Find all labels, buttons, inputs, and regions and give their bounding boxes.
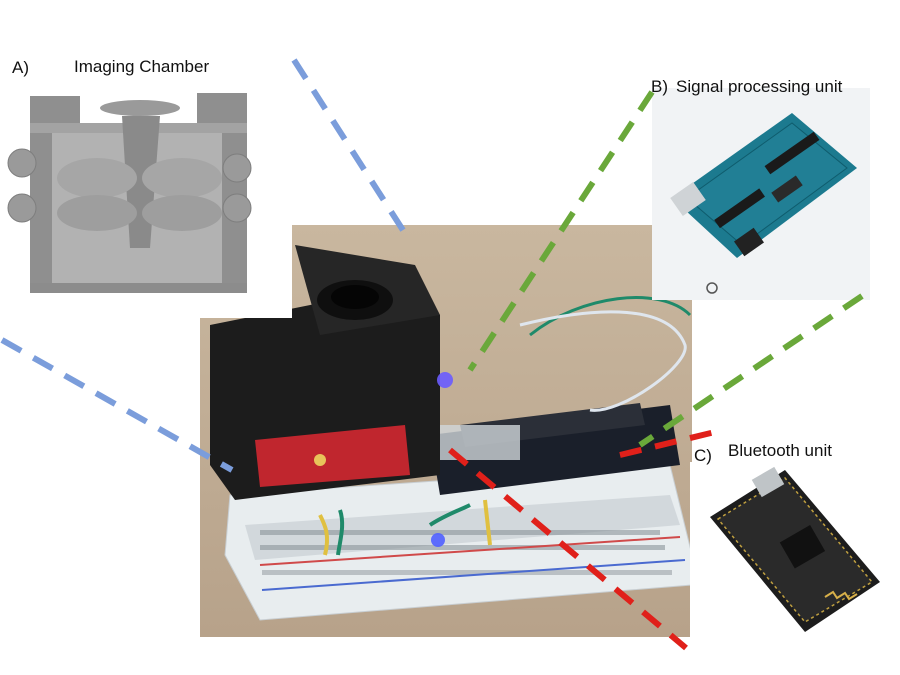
label-b-title: Signal processing unit (676, 77, 843, 96)
label-a-letter: A) (12, 58, 29, 77)
connector-b-bottom (638, 293, 864, 448)
label-c-letter: C) (694, 446, 712, 465)
label-a-title: Imaging Chamber (74, 57, 210, 76)
connector-a-bottom (0, 337, 234, 473)
connector-c-top (619, 429, 716, 458)
zoom-icon (706, 282, 718, 294)
bluetooth-board-image (690, 462, 890, 662)
signal-processing-board-image (652, 88, 870, 300)
label-c-title: Bluetooth unit (728, 441, 832, 460)
connector-a-top (291, 58, 411, 240)
device-photo (200, 225, 692, 637)
connector-c-bottom (448, 447, 688, 651)
label-b-letter: B) (651, 77, 668, 96)
connector-b-top (467, 90, 655, 372)
imaging-chamber-render (2, 68, 292, 318)
